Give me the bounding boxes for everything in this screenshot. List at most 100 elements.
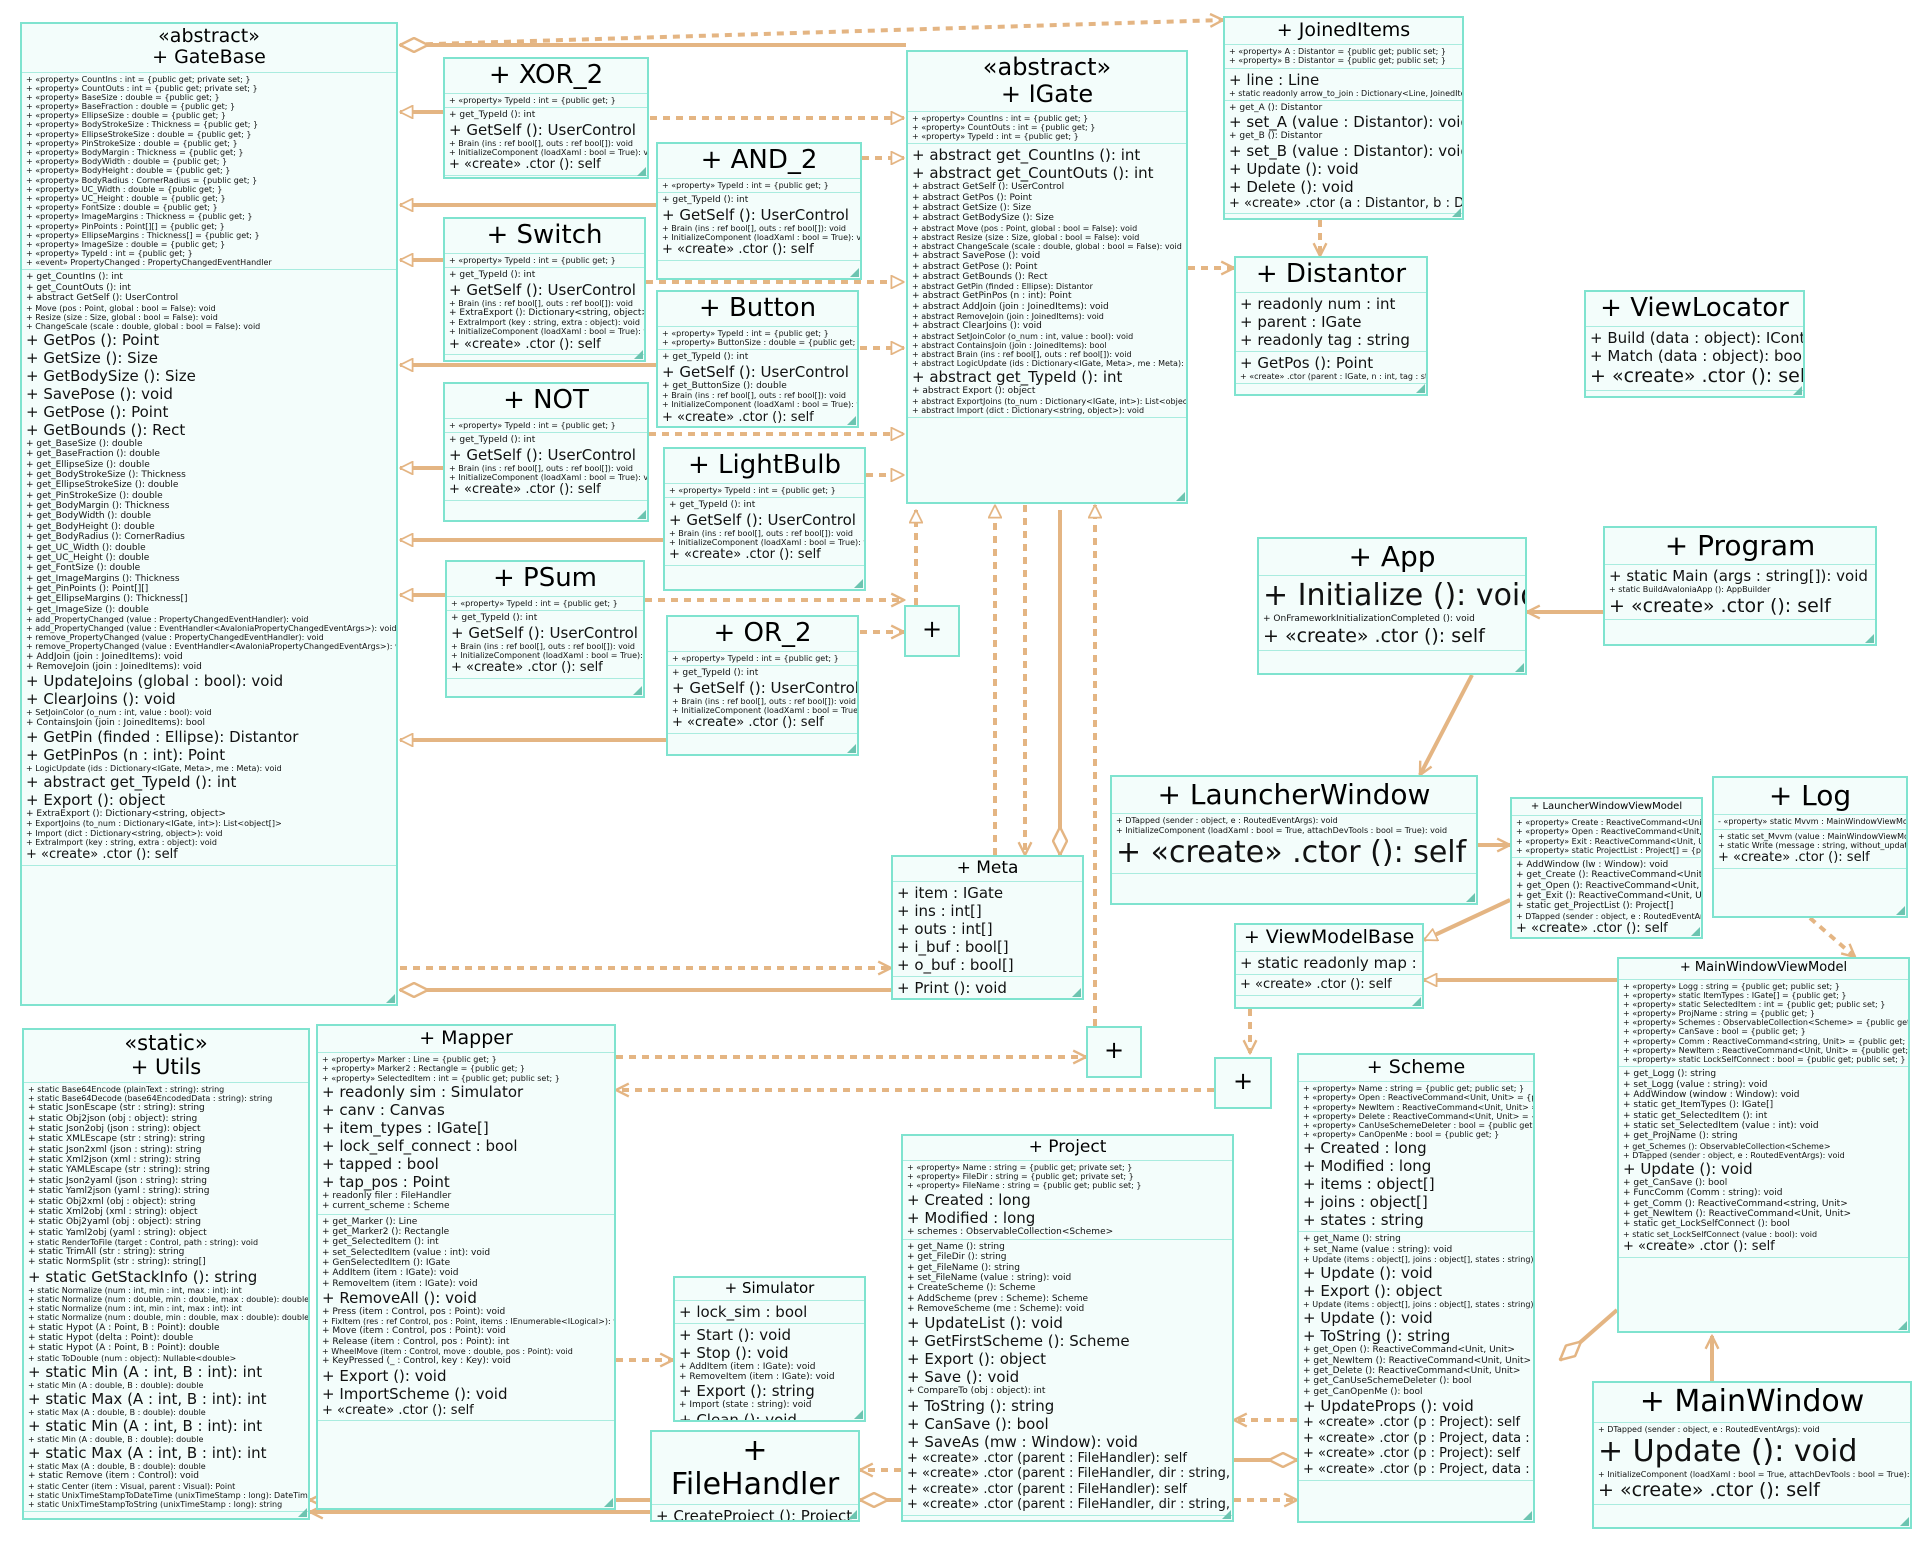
class-title: «abstract»+ GateBase (22, 24, 396, 73)
class-section: + «property» TypeId : int = {public get;… (665, 484, 864, 499)
member-line: + get_Schemes (): ObservableCollection<S… (1623, 1141, 1831, 1151)
corner-mark (847, 416, 856, 425)
class-title-line: + AND_2 (700, 145, 818, 175)
member-line: + Export (): void (322, 1366, 447, 1385)
member-line: + «property» TypeId : int = {public get;… (662, 181, 829, 191)
member-line: + add_PropertyChanged (value : PropertyC… (26, 614, 309, 624)
member-line: + «property» Open : ReactiveCommand<Unit… (1303, 1093, 1533, 1103)
member-line: + ImportScheme (): void (322, 1384, 508, 1403)
member-line: + static Max (A : int, B : int): int (28, 1389, 267, 1408)
member-line: + «property» Marker : Line = {public get… (322, 1055, 497, 1065)
class-title-line: + Program (1664, 529, 1816, 562)
class-section: + «property» Name : string = {public get… (903, 1161, 1232, 1240)
member-line: + «property» CanOpenMe : bool = {public … (1303, 1130, 1500, 1140)
member-line: + GetSelf (): UserControl (669, 510, 856, 529)
member-line: + Resize (size : Size, global : bool = F… (26, 312, 218, 322)
corner-mark (1793, 386, 1802, 395)
corner-mark (637, 510, 646, 519)
member-line: + «property» BaseFraction : double = {pu… (26, 102, 236, 112)
class-section: + «property» TypeId : int = {public get;… (445, 419, 647, 434)
member-line: + abstract Move (pos : Point, global : b… (912, 223, 1138, 233)
member-line: + «event» PropertyChanged : PropertyChan… (26, 258, 272, 268)
member-line: + AddItem (item : IGate): void (322, 1268, 459, 1279)
member-line: + static Write (message : string, withou… (1718, 840, 1908, 850)
member-line: + get_ProjName (): string (1623, 1131, 1738, 1142)
member-line: + «create» .ctor (): self (1240, 977, 1392, 993)
class-section: + GetPos (): Point+ «create» .ctor (pare… (1236, 352, 1426, 385)
member-line: + get_EllipseMargins (): Thickness[] (26, 594, 188, 605)
member-line: + «property» ImageMargins : Thickness = … (26, 212, 253, 222)
class-section: + «property» TypeId : int = {public get;… (658, 179, 860, 194)
class-title-line: + MainWindow (1639, 1384, 1865, 1419)
class-title-line: «abstract» (158, 25, 260, 47)
class-psum: + PSum+ «property» TypeId : int = {publi… (445, 560, 645, 698)
member-line: + «property» static ProjectList : Projec… (1516, 845, 1701, 855)
member-line: + static NormSplit (str : string): strin… (28, 1257, 206, 1268)
class-viewlocator: + ViewLocator+ Build (data : object): IC… (1584, 290, 1805, 398)
member-line: + joins : object[] (1303, 1193, 1428, 1212)
member-line: + abstract GetPin (finded : Ellipse): Di… (912, 282, 1093, 292)
member-line: + Export (): object (26, 791, 165, 810)
class-vmbase: + ViewModelBase+ static readonly map : M… (1234, 923, 1424, 1009)
member-line: + Update (): void (1623, 1160, 1753, 1179)
member-line: + WheelMove (item : Control, move : doub… (322, 1347, 573, 1357)
member-line: + «create» .ctor (p : Project): self (1303, 1415, 1521, 1431)
member-line: + static get_SelectedItem (): int (1623, 1110, 1768, 1121)
member-line: + FuncComm (Comm : string): void (1623, 1188, 1783, 1199)
member-line: + abstract ChangeScale (scale : double, … (912, 242, 1182, 252)
member-line: + CanSave (): bool (907, 1414, 1049, 1433)
member-line: + Update (): void (1303, 1309, 1433, 1328)
corner-mark (633, 686, 642, 695)
member-line: + get_Open (): ReactiveCommand<Unit, Uni… (1516, 880, 1701, 891)
class-and: + AND_2 + «property» TypeId : int = {publ… (656, 142, 862, 280)
member-line: + GetSelf (): UserControl (672, 678, 859, 697)
class-title-line: + IGate (1000, 79, 1094, 108)
member-line: + «create» .ctor (): self (1263, 624, 1485, 647)
class-section: + get_Logg (): string+ set_Logg (value :… (1619, 1067, 1908, 1258)
class-title-line: + JoinedItems (1276, 19, 1411, 41)
corner-mark (604, 1498, 613, 1507)
member-line: + static set_SelectedItem (value : int):… (1623, 1120, 1819, 1131)
junction-j2: + (1086, 1026, 1142, 1078)
member-line: + get_PinStrokeSize (): double (26, 490, 163, 501)
member-line: + get_TypeId (): int (662, 195, 749, 206)
class-title: + XOR_2 (445, 59, 647, 95)
member-line: + «property» CountIns : int = {public ge… (26, 74, 251, 84)
member-line: + ClearJoins (): void (26, 690, 176, 709)
member-line: + static readonly map : Mapper (1240, 954, 1422, 973)
corner-mark (386, 994, 395, 1003)
corner-mark (1452, 208, 1461, 217)
member-line: + Build (data : object): IControl (1590, 329, 1805, 348)
member-line: + GetPos (): Point (26, 331, 160, 350)
member-line: + get_Comm (): ReactiveCommand<string, U… (1623, 1198, 1848, 1209)
class-section: + get_Name (): string+ set_Name (value :… (1299, 1232, 1533, 1481)
member-line: + «create» .ctor (): self (669, 547, 821, 563)
member-line: + abstract RemoveJoin (join : JoinedItem… (912, 312, 1104, 322)
member-line: + static Json2obj (json : string): objec… (28, 1124, 201, 1135)
member-line: + set_SelectedItem (value : int): void (322, 1247, 491, 1258)
class-distantor: + Distantor+ readonly num : int+ parent … (1234, 256, 1428, 396)
member-line: + InitializeComponent (loadXaml : bool =… (1116, 825, 1448, 835)
junction-j3: + (1214, 1057, 1272, 1109)
corner-mark (854, 1410, 863, 1419)
member-line: + «create» .ctor (): self (662, 242, 814, 258)
member-line: + FixItem (res : ref Control, pos : Poin… (322, 1317, 616, 1327)
member-line: + ExportJoins (to_num : Dictionary<IGate… (26, 819, 282, 829)
member-line: + get_BodyMargin (): Thickness (26, 501, 170, 512)
class-section: + «property» Name : string = {public get… (1299, 1082, 1533, 1233)
member-line: + tapped : bool (322, 1154, 439, 1173)
member-line: + static UnixTimeStampToDateTime (unixTi… (28, 1491, 310, 1500)
class-title: + Mapper (318, 1026, 614, 1054)
class-utils: «static»+ Utils+ static Base64Encode (pl… (22, 1028, 310, 1520)
member-line: + AddWindow (window : Window): void (1623, 1089, 1800, 1100)
member-line: + static Normalize (num : int, min : int… (28, 1304, 242, 1314)
member-line: + «create» .ctor (parent : FileHandler, … (907, 1497, 1232, 1513)
member-line: + Move (item : Control, pos : Point): vo… (322, 1326, 506, 1337)
member-line: + abstract LogicUpdate (ids : Dictionary… (912, 359, 1188, 369)
member-line: + static Hypot (A : Point, B : Point): d… (28, 1322, 220, 1333)
member-line: + get_BaseSize (): double (26, 439, 143, 450)
member-line: + abstract GetBounds (): Rect (912, 271, 1048, 282)
class-section: + Print (): void+ «create» .ctor (item :… (893, 977, 1082, 998)
member-line: + AddScheme (prev : Scheme): Scheme (907, 1293, 1089, 1304)
member-line: + get_EllipseSize (): double (26, 459, 150, 470)
